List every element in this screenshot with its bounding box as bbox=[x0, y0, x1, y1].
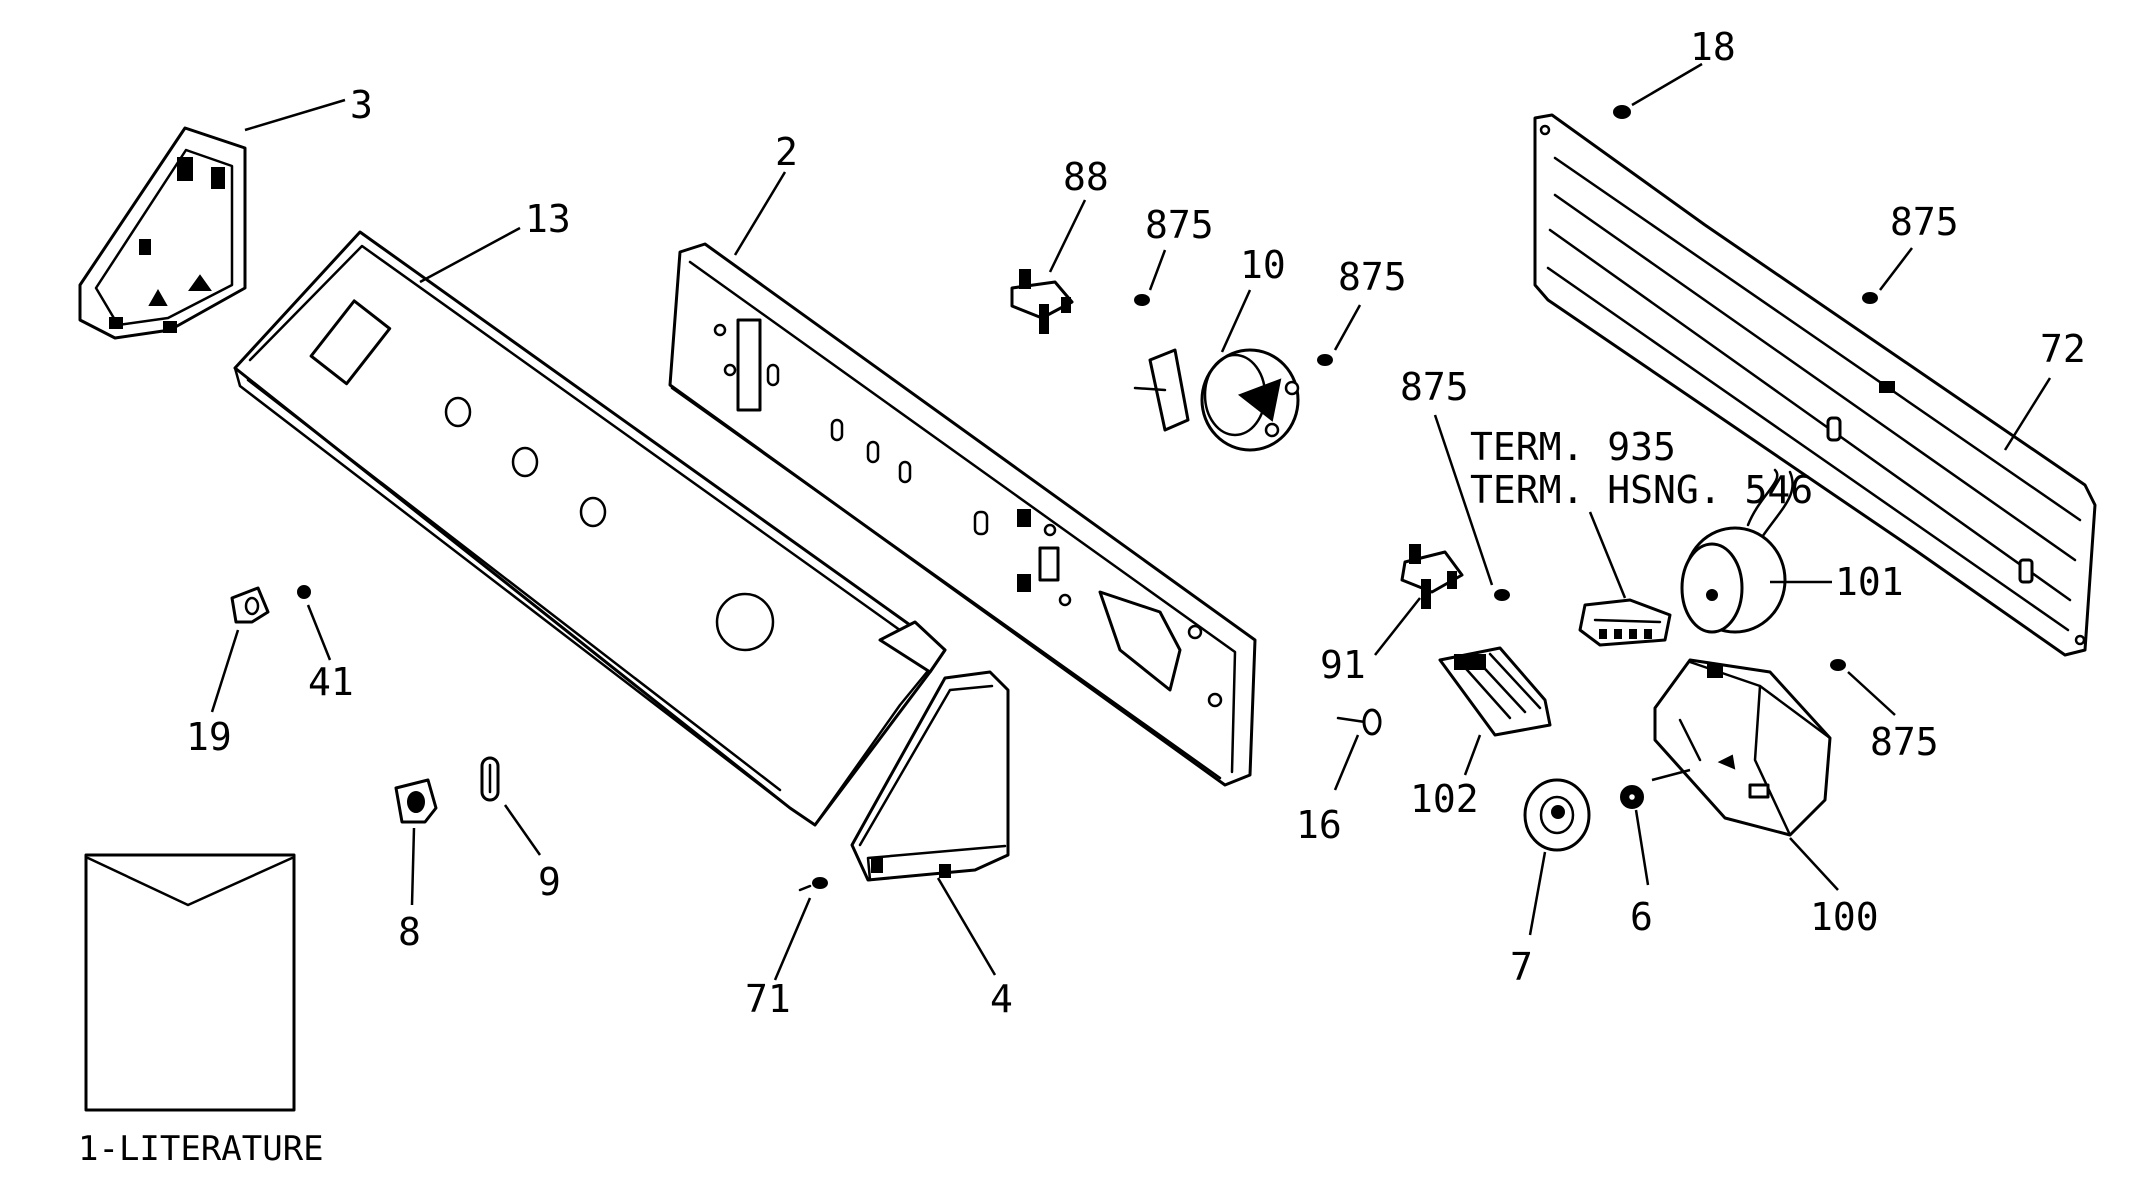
callout-101: 101 bbox=[1835, 560, 1904, 604]
callout-3: 3 bbox=[350, 83, 373, 127]
part-101-timer-motor bbox=[1680, 468, 1794, 634]
callout-100: 100 bbox=[1810, 895, 1879, 939]
part-71-screw bbox=[798, 877, 828, 892]
part-100-timer bbox=[1653, 658, 1832, 837]
callout-71: 71 bbox=[745, 977, 791, 1021]
part-18-screw bbox=[1613, 105, 1631, 119]
leader-19 bbox=[210, 629, 240, 713]
callout-18: 18 bbox=[1690, 25, 1736, 69]
leader-100 bbox=[1789, 837, 1839, 891]
callout-8: 8 bbox=[398, 910, 421, 954]
part-875-screw-d bbox=[1494, 589, 1510, 601]
leader-7 bbox=[1528, 851, 1547, 936]
part-102-terminal-block bbox=[1438, 646, 1552, 737]
part-8-button bbox=[394, 778, 438, 824]
callout-13: 13 bbox=[525, 197, 571, 241]
callout-102: 102 bbox=[1410, 777, 1479, 821]
leader-102 bbox=[1463, 734, 1482, 776]
leader-4 bbox=[936, 877, 997, 976]
leader-10 bbox=[1220, 289, 1252, 353]
part-13-console-panel bbox=[233, 230, 947, 827]
part-41-clip bbox=[297, 585, 311, 599]
part-6-nut bbox=[1620, 785, 1644, 809]
callout-4: 4 bbox=[990, 977, 1013, 1021]
leader-2 bbox=[733, 171, 787, 256]
part-546-terminal-housing bbox=[1578, 598, 1672, 647]
leader-875-b bbox=[1333, 304, 1362, 351]
part-91-switch bbox=[1400, 544, 1464, 609]
leader-6 bbox=[1634, 809, 1650, 886]
part-16-pin bbox=[1336, 708, 1382, 736]
leader-71 bbox=[773, 897, 812, 981]
part-875-screw-b bbox=[1317, 354, 1333, 366]
leader-875-d bbox=[1433, 414, 1494, 586]
leader-term-hsng bbox=[1588, 511, 1627, 599]
callout-7: 7 bbox=[1510, 945, 1533, 989]
part-88-switch bbox=[1010, 269, 1074, 334]
part-7-timer-knob bbox=[1523, 778, 1591, 852]
callout-19: 19 bbox=[186, 715, 232, 759]
leader-91 bbox=[1374, 597, 1421, 656]
callout-91: 91 bbox=[1320, 643, 1366, 687]
callout-875-e: 875 bbox=[1870, 720, 1939, 764]
leader-16 bbox=[1333, 734, 1360, 791]
part-3-left-end-cap bbox=[78, 126, 247, 340]
part-875-screw-e bbox=[1830, 659, 1846, 671]
part-9-spring-clip bbox=[480, 756, 500, 802]
callout-72: 72 bbox=[2040, 327, 2086, 371]
callout-875-b: 875 bbox=[1338, 255, 1407, 299]
leader-18 bbox=[1631, 62, 1703, 107]
leader-41 bbox=[306, 604, 332, 661]
leader-72 bbox=[2003, 377, 2052, 451]
leader-8 bbox=[410, 827, 416, 906]
leader-9 bbox=[503, 804, 542, 856]
callout-41: 41 bbox=[308, 660, 354, 704]
callout-16: 16 bbox=[1296, 803, 1342, 847]
callout-10: 10 bbox=[1240, 243, 1286, 287]
part-4-right-end-cap bbox=[850, 670, 1010, 882]
part-1-literature-envelope bbox=[84, 853, 296, 1112]
callout-2: 2 bbox=[775, 130, 798, 174]
leader-88 bbox=[1048, 199, 1087, 273]
part-875-screw-c bbox=[1862, 292, 1878, 304]
callout-term-hsng-546: TERM. HSNG. 546 bbox=[1470, 468, 1813, 512]
callout-term-935: TERM. 935 bbox=[1470, 425, 1676, 469]
callout-875-a: 875 bbox=[1145, 203, 1214, 247]
part-72-rear-panel bbox=[1533, 113, 2097, 657]
leader-3 bbox=[244, 98, 346, 132]
leader-875-c bbox=[1879, 247, 1913, 291]
callout-88: 88 bbox=[1063, 155, 1109, 199]
part-19-knob bbox=[230, 586, 270, 624]
callout-1-literature: 1-LITERATURE bbox=[78, 1129, 324, 1169]
part-10-selector-switch bbox=[1133, 348, 1300, 452]
callout-875-c: 875 bbox=[1890, 200, 1959, 244]
leader-875-a bbox=[1148, 249, 1167, 291]
leader-6-timer-shaft bbox=[1651, 768, 1691, 782]
leader-13 bbox=[419, 226, 521, 284]
part-875-screw-a bbox=[1134, 294, 1150, 306]
callout-9: 9 bbox=[538, 860, 561, 904]
part-2-control-bracket bbox=[668, 242, 1257, 787]
callout-6: 6 bbox=[1630, 895, 1653, 939]
callout-875-d: 875 bbox=[1400, 365, 1469, 409]
leader-875-e bbox=[1847, 671, 1896, 716]
